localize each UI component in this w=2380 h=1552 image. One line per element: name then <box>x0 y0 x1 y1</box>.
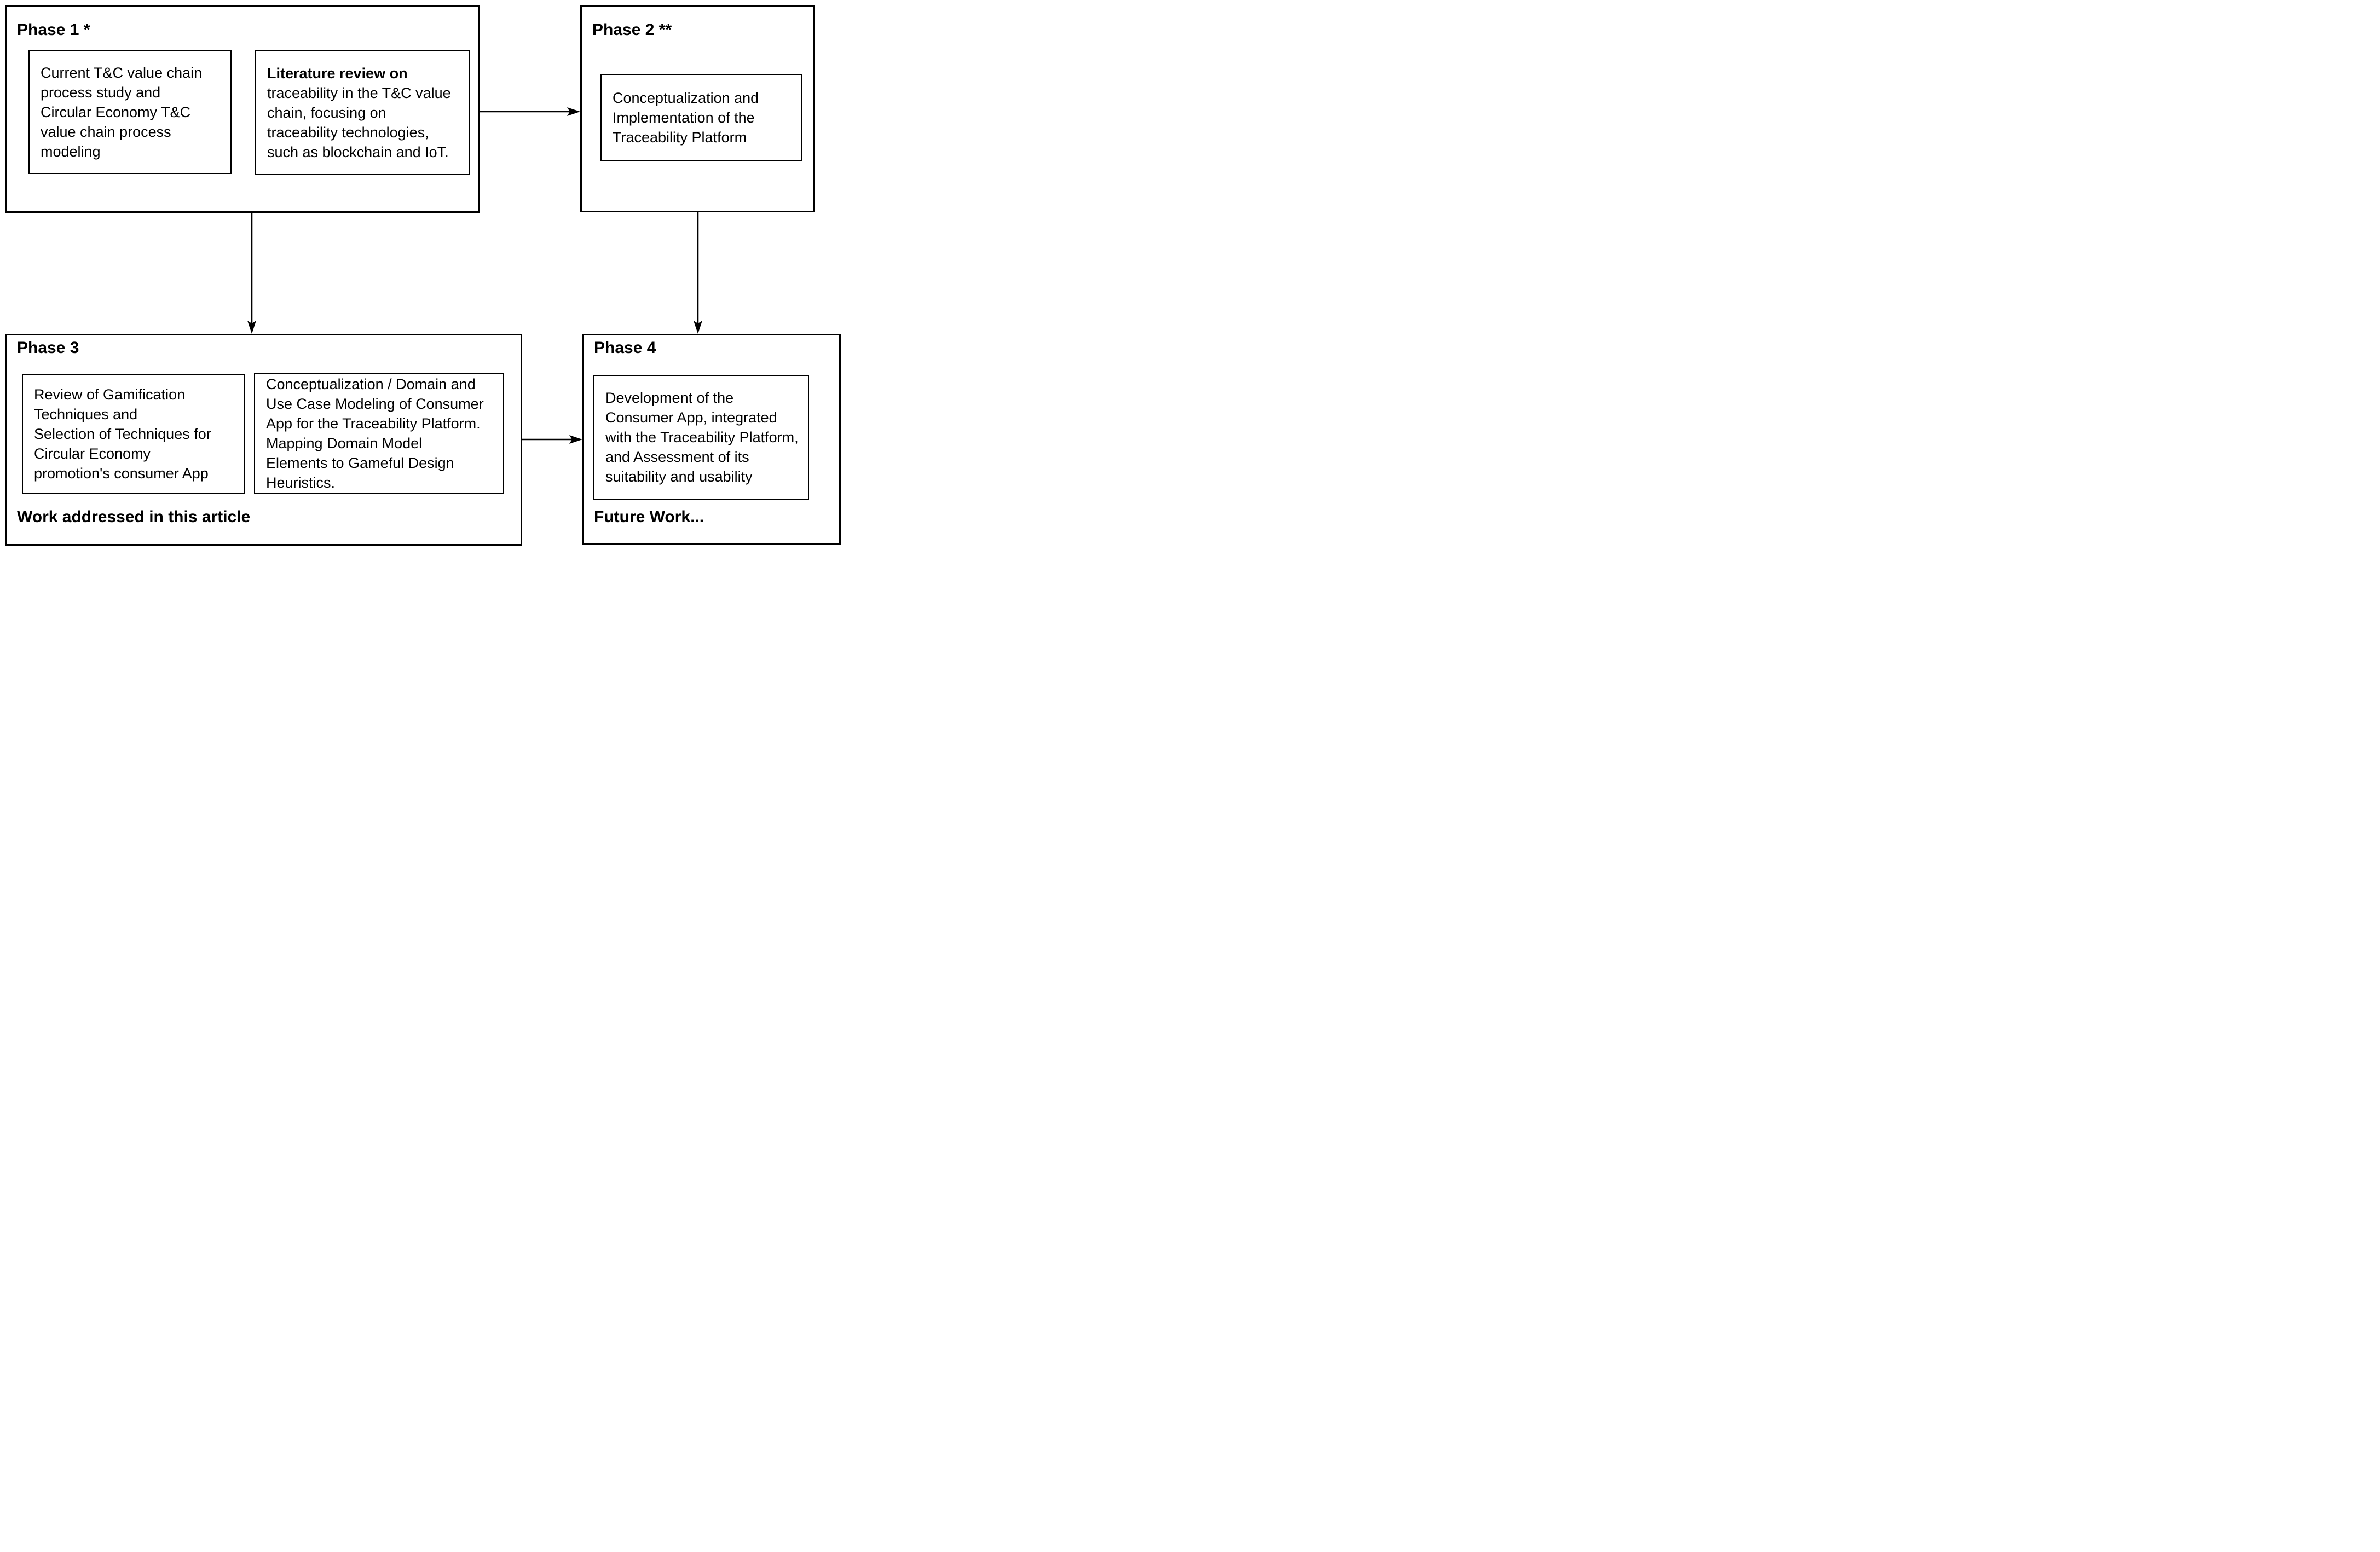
phase1-title: Phase 1 * <box>17 21 90 39</box>
phase3-card-domain-modeling: Conceptualization / Domain and Use Case … <box>254 373 504 494</box>
phase4-title: Phase 4 <box>594 339 656 357</box>
phase2-title: Phase 2 ** <box>592 21 672 39</box>
phase1-card-literature-review-text: Literature review on traceability in the… <box>267 63 451 162</box>
phase4-card-consumer-app-development-text: Development of the Consumer App, integra… <box>605 390 799 485</box>
phase3-footer-note: Work addressed in this article <box>17 508 251 526</box>
phase3-card-gamification-review: Review of Gamification Techniques and Se… <box>22 374 245 494</box>
arrow-phase1-to-phase3-icon <box>247 213 256 334</box>
phase1-card-process-study-text: Current T&C value chain process study an… <box>41 64 203 160</box>
phase2-card-traceability-platform-text: Conceptualization and Implementation of … <box>613 90 759 146</box>
phase4-card-consumer-app-development: Development of the Consumer App, integra… <box>593 375 809 500</box>
phases-diagram: Phase 1 * Current T&C value chain proces… <box>0 0 846 552</box>
phase3-card-gamification-review-text: Review of Gamification Techniques and Se… <box>34 386 211 482</box>
phase3-card-domain-modeling-text: Conceptualization / Domain and Use Case … <box>266 375 484 491</box>
arrow-phase1-to-phase2-icon <box>480 107 580 116</box>
phase2-card-traceability-platform: Conceptualization and Implementation of … <box>600 74 802 161</box>
phase1-card-literature-review: Literature review on traceability in the… <box>255 50 470 175</box>
arrow-phase2-to-phase4-icon <box>694 212 702 334</box>
phase4-footer-note: Future Work... <box>594 508 704 526</box>
phase1-card-process-study: Current T&C value chain process study an… <box>28 50 232 174</box>
phase3-title: Phase 3 <box>17 339 79 357</box>
literature-review-body: traceability in the T&C value chain, foc… <box>267 84 451 160</box>
arrow-phase3-to-phase4-icon <box>522 435 582 444</box>
literature-review-lead: Literature review on <box>267 65 408 82</box>
